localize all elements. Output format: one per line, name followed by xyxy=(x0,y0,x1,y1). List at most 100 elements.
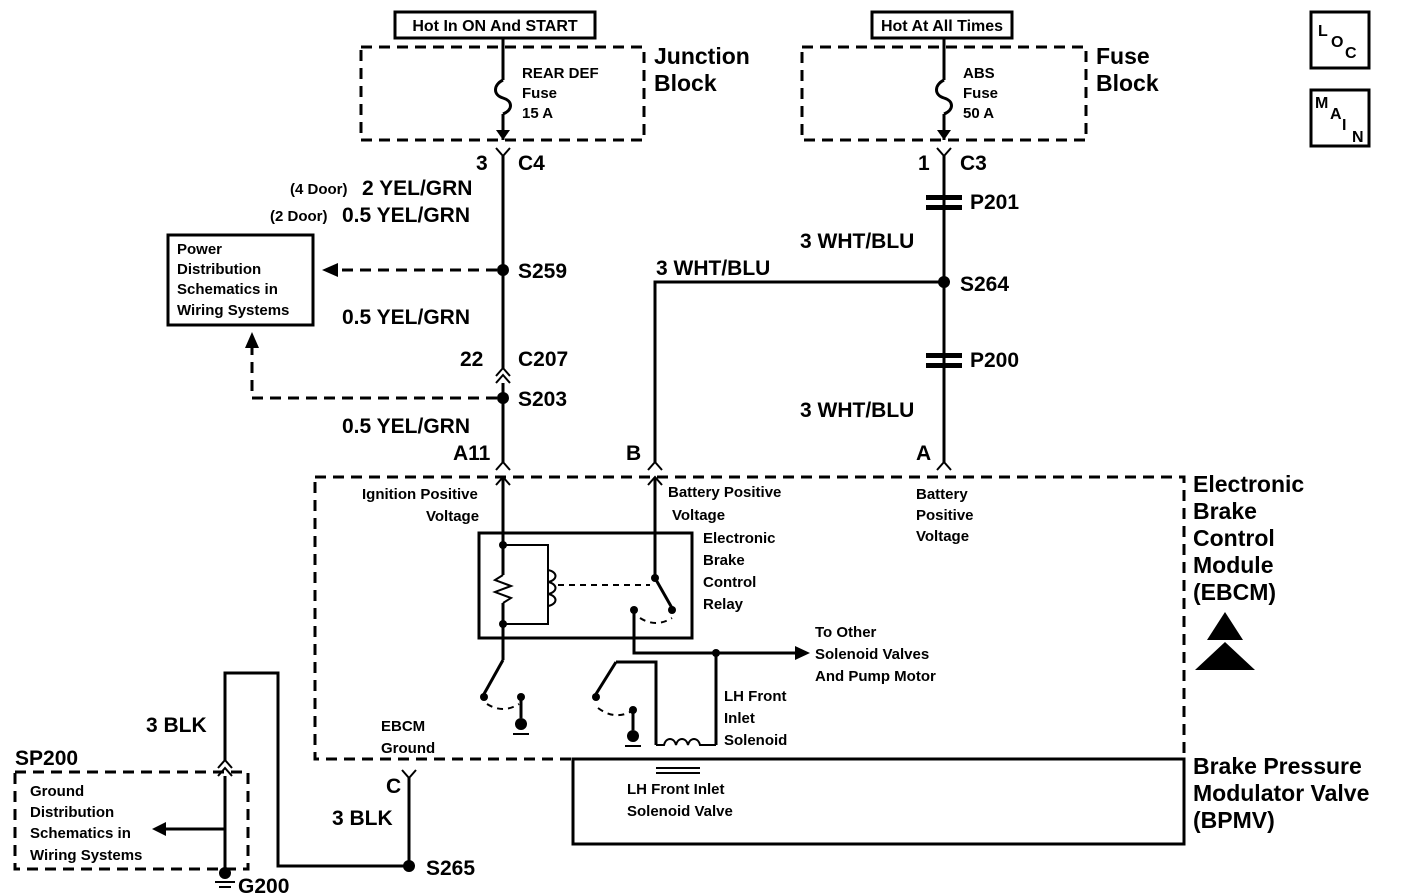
svg-text:0.5 YEL/GRN: 0.5 YEL/GRN xyxy=(342,415,470,438)
svg-text:Solenoid Valves: Solenoid Valves xyxy=(815,646,929,663)
svg-text:A: A xyxy=(916,442,931,465)
svg-text:Positive: Positive xyxy=(916,507,974,524)
svg-text:Electronic: Electronic xyxy=(703,530,776,547)
svg-text:0.5 YEL/GRN: 0.5 YEL/GRN xyxy=(342,204,470,227)
svg-text:22: 22 xyxy=(460,348,483,371)
svg-text:P201: P201 xyxy=(970,191,1019,214)
svg-text:Fuse: Fuse xyxy=(963,85,998,102)
power-distribution-box: Power Distribution Schematics in Wiring … xyxy=(166,233,315,327)
svg-text:3 WHT/BLU: 3 WHT/BLU xyxy=(800,399,914,422)
svg-text:Voltage: Voltage xyxy=(672,507,725,524)
svg-text:L: L xyxy=(1318,23,1328,40)
svg-text:S264: S264 xyxy=(960,273,1009,296)
ebcm-module: Electronic Brake Control Module (EBCM) I… xyxy=(313,471,1304,761)
esd-sensitive-icon xyxy=(1195,612,1255,670)
ebcm-ground-switch: EBCM Ground xyxy=(381,624,529,757)
splice-s203 xyxy=(497,392,509,404)
ground-circuit: C 3 BLK S265 3 BLK xyxy=(146,671,475,880)
svg-text:Inlet: Inlet xyxy=(724,710,755,727)
svg-text:Schematics in: Schematics in xyxy=(177,281,278,298)
right-circuit: 1 C3 P201 3 WHT/BLU S264 P200 3 WHT/BLU … xyxy=(800,147,1019,471)
svg-text:C: C xyxy=(1345,45,1357,62)
svg-text:Solenoid Valve: Solenoid Valve xyxy=(627,803,733,820)
svg-text:Fuse: Fuse xyxy=(522,85,557,102)
svg-text:Distribution: Distribution xyxy=(177,261,261,278)
svg-text:REAR DEF: REAR DEF xyxy=(522,65,599,82)
svg-text:Battery: Battery xyxy=(916,486,968,503)
svg-text:I: I xyxy=(1342,117,1346,134)
svg-text:Fuse: Fuse xyxy=(1096,43,1150,69)
rear-def-fuse-icon xyxy=(494,38,512,140)
svg-text:Distribution: Distribution xyxy=(30,804,114,821)
svg-text:O: O xyxy=(1331,34,1343,51)
svg-text:SP200: SP200 xyxy=(15,747,78,770)
svg-text:Wiring Systems: Wiring Systems xyxy=(30,847,142,864)
svg-text:Control: Control xyxy=(1193,525,1275,551)
svg-text:Ground: Ground xyxy=(381,740,435,757)
to-other-solenoids: To Other Solenoid Valves And Pump Motor xyxy=(632,610,936,685)
svg-text:(BPMV): (BPMV) xyxy=(1193,807,1275,833)
fuse-block: Fuse Block ABS Fuse 50 A xyxy=(800,43,1159,142)
g200-ground-icon: G200 xyxy=(215,867,289,896)
svg-text:A: A xyxy=(1330,106,1342,123)
ebcm-ground-icon xyxy=(515,718,527,730)
svg-text:Ground: Ground xyxy=(30,783,84,800)
svg-text:Control: Control xyxy=(703,574,756,591)
svg-text:(4 Door): (4 Door) xyxy=(290,181,348,198)
svg-text:3 WHT/BLU: 3 WHT/BLU xyxy=(656,257,770,280)
loc-button[interactable]: L O C xyxy=(1309,10,1371,70)
bpmv-module: LH Front Inlet Solenoid Valve Brake Pres… xyxy=(571,753,1369,846)
svg-text:B: B xyxy=(626,442,641,465)
svg-text:(2 Door): (2 Door) xyxy=(270,208,328,225)
power-dist-reference-lines xyxy=(245,263,497,400)
power-source-hot-in-on-start: Hot In ON And START xyxy=(393,10,597,40)
svg-text:Voltage: Voltage xyxy=(426,508,479,525)
svg-text:C: C xyxy=(386,775,401,798)
svg-text:Module: Module xyxy=(1193,552,1274,578)
power-source-hot-at-all-times: Hot At All Times xyxy=(870,10,1014,40)
svg-text:S259: S259 xyxy=(518,260,567,283)
svg-text:1: 1 xyxy=(918,152,930,175)
svg-text:Brake Pressure: Brake Pressure xyxy=(1193,753,1362,779)
svg-text:Hot In ON And START: Hot In ON And START xyxy=(412,18,578,35)
lh-front-inlet-solenoid: LH Front Inlet Solenoid xyxy=(592,653,787,749)
svg-text:Brake: Brake xyxy=(703,552,745,569)
svg-text:To Other: To Other xyxy=(815,624,877,641)
svg-text:(EBCM): (EBCM) xyxy=(1193,579,1276,605)
main-button[interactable]: M A I N xyxy=(1309,88,1371,148)
svg-text:P200: P200 xyxy=(970,349,1019,372)
splice-s259 xyxy=(497,264,509,276)
svg-text:3 WHT/BLU: 3 WHT/BLU xyxy=(800,230,914,253)
svg-text:LH Front: LH Front xyxy=(724,688,786,705)
svg-text:Junction: Junction xyxy=(654,43,750,69)
svg-text:50 A: 50 A xyxy=(963,105,994,122)
svg-text:Brake: Brake xyxy=(1193,498,1257,524)
svg-text:Relay: Relay xyxy=(703,596,744,613)
svg-text:A11: A11 xyxy=(453,442,491,465)
svg-text:2 YEL/GRN: 2 YEL/GRN xyxy=(362,177,472,200)
svg-text:Block: Block xyxy=(654,70,717,96)
svg-text:Battery Positive: Battery Positive xyxy=(668,484,781,501)
svg-text:G200: G200 xyxy=(238,875,289,896)
svg-text:3: 3 xyxy=(476,152,488,175)
sp200-splice-pack: SP200 Ground Distribution Schematics in … xyxy=(13,747,250,871)
abs-fuse-icon xyxy=(935,38,953,140)
svg-text:EBCM: EBCM xyxy=(381,718,425,735)
svg-text:C4: C4 xyxy=(518,152,545,175)
svg-text:Voltage: Voltage xyxy=(916,528,969,545)
svg-text:C207: C207 xyxy=(518,348,568,371)
svg-text:Power: Power xyxy=(177,241,222,258)
svg-text:Electronic: Electronic xyxy=(1193,471,1304,497)
svg-text:Schematics in: Schematics in xyxy=(30,825,131,842)
svg-text:0.5 YEL/GRN: 0.5 YEL/GRN xyxy=(342,306,470,329)
svg-text:ABS: ABS xyxy=(963,65,995,82)
svg-text:Solenoid: Solenoid xyxy=(724,732,787,749)
svg-text:3 BLK: 3 BLK xyxy=(146,714,207,737)
svg-text:15 A: 15 A xyxy=(522,105,553,122)
battery-branch-b: 3 WHT/BLU B xyxy=(626,257,944,578)
svg-text:Wiring Systems: Wiring Systems xyxy=(177,302,289,319)
svg-text:N: N xyxy=(1352,129,1364,146)
svg-text:S203: S203 xyxy=(518,388,567,411)
ebcm-relay: Electronic Brake Control Relay xyxy=(477,530,776,640)
